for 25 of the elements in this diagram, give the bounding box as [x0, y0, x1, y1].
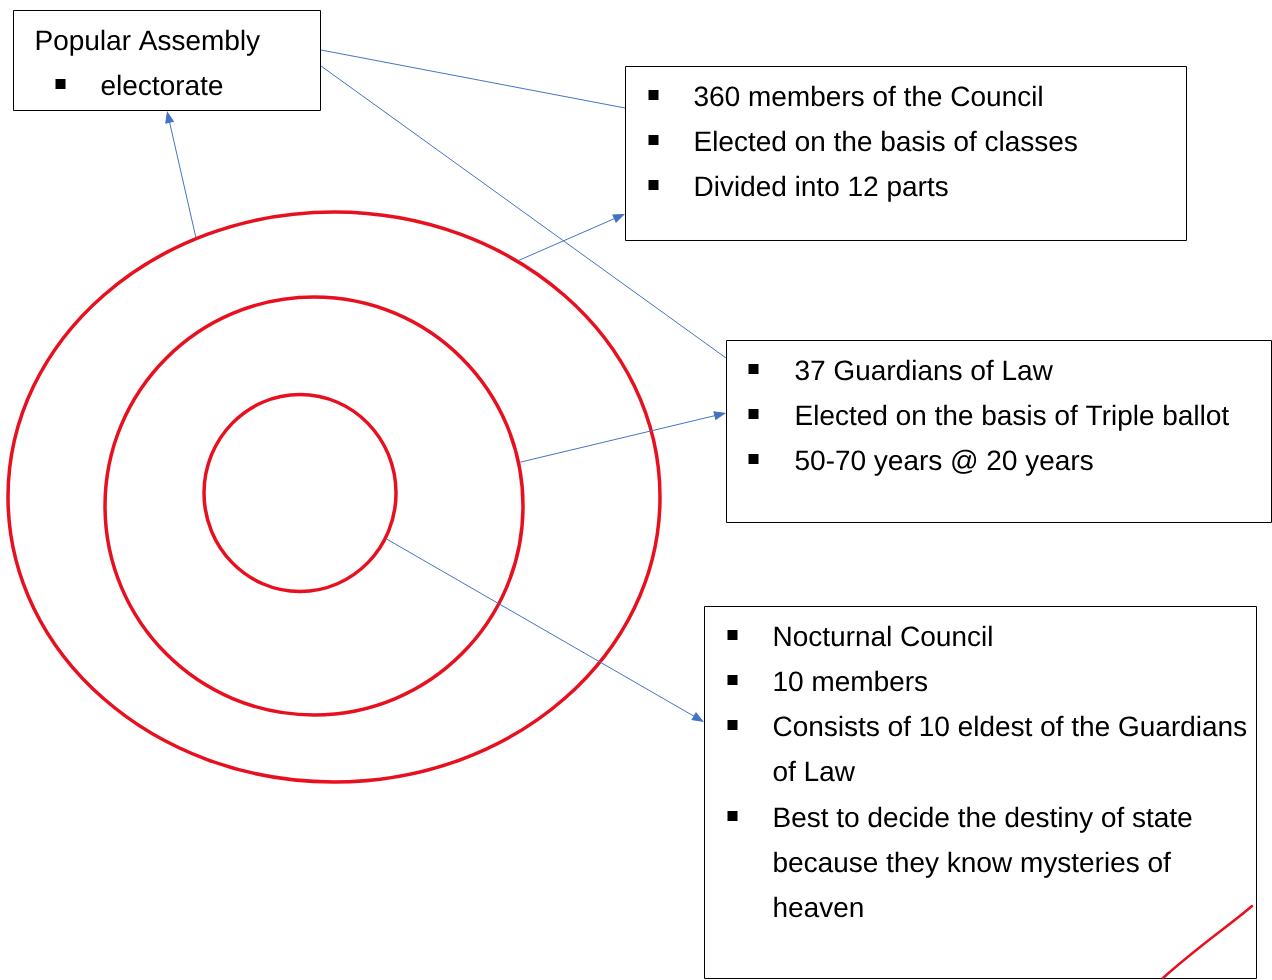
- text-box: [726, 340, 1272, 523]
- list-item: Best to decide the destiny of state because they know mysteries of heaven: [774, 806, 1192, 918]
- text-box: [625, 66, 1187, 241]
- list-item: 10 members: [774, 670, 928, 692]
- ring: [103, 295, 525, 717]
- connector-line: [320, 49, 626, 109]
- connector-line: [320, 65, 727, 359]
- text-box: [13, 10, 321, 111]
- ring: [202, 392, 398, 594]
- list-item: 37 Guardians of Law: [795, 359, 1053, 381]
- list-item: Nocturnal Council: [774, 625, 992, 647]
- list-item: Elected on the basis of classes: [695, 130, 1077, 152]
- arrow: [386, 538, 704, 722]
- list-item: electorate: [101, 74, 223, 96]
- ring: [6, 210, 662, 784]
- text-box: [704, 606, 1257, 979]
- arrow: [519, 411, 726, 463]
- list-item: Divided into 12 parts: [695, 175, 948, 202]
- arrow: [165, 111, 197, 238]
- heading: Popular Assembly: [36, 29, 261, 56]
- list-item: 360 members of the Council: [694, 85, 1042, 107]
- list-item: 50-70 years @ 20 years: [795, 449, 1093, 476]
- list-item: Elected on the basis of Triple ballot: [796, 404, 1229, 431]
- list-item: Consists of 10 eldest of the Guardians of Law: [773, 715, 1247, 782]
- arrow: [518, 214, 625, 261]
